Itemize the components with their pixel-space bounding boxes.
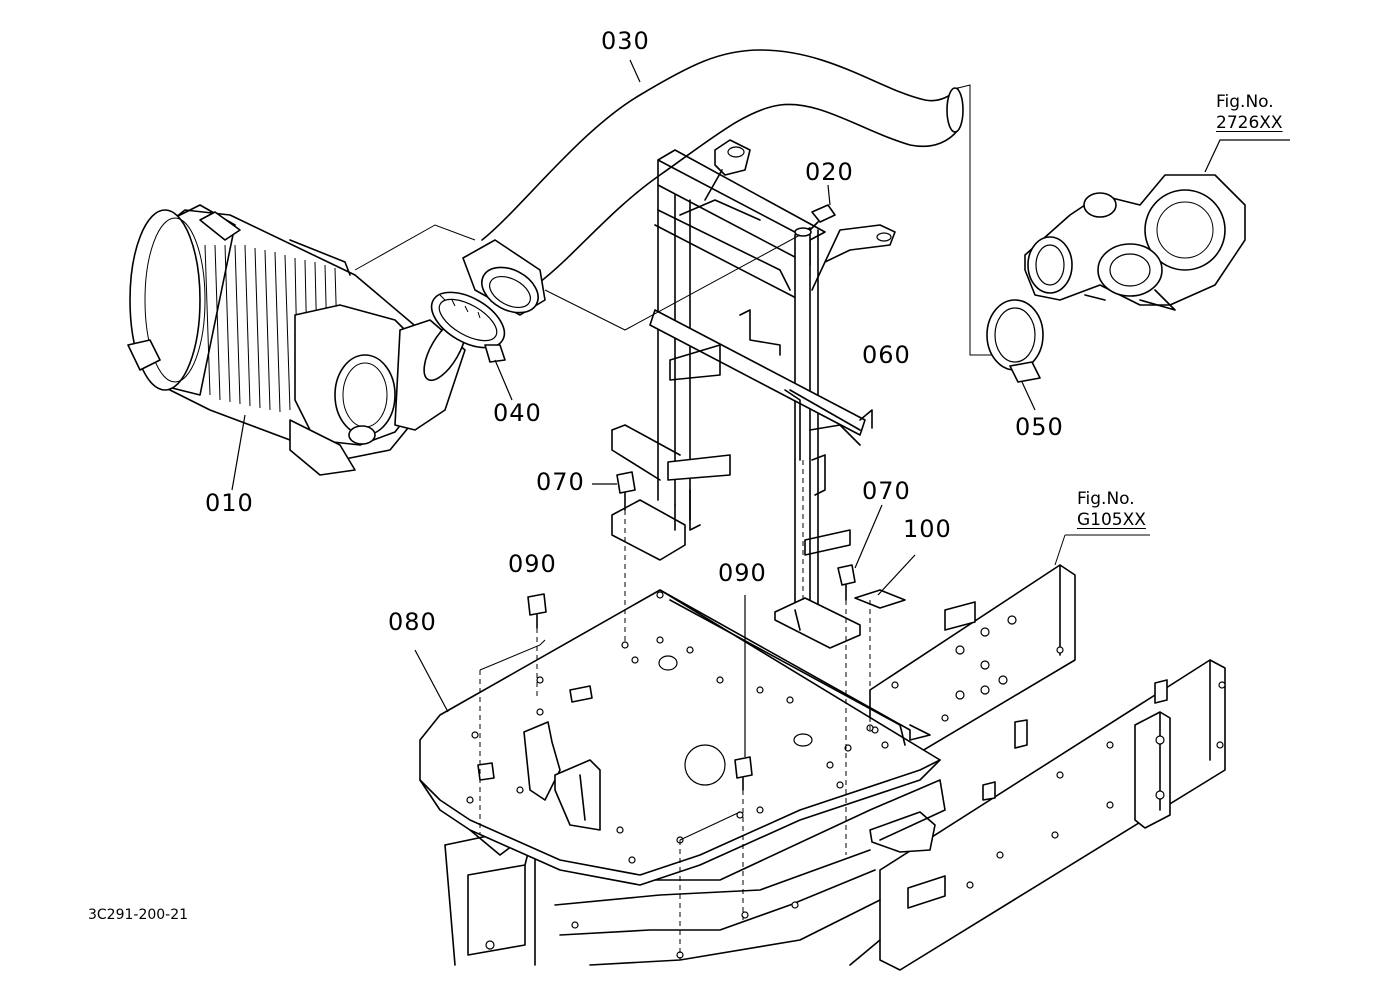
clamp-050 (986, 299, 1044, 411)
fig-ref-frame-prefix: Fig.No. (1077, 489, 1135, 509)
fig-ref-frame: Fig.No. G105XX (1077, 489, 1146, 532)
install-guides (479, 460, 871, 960)
bolt-070-left (592, 471, 636, 511)
air-cleaner-010 (127, 204, 467, 491)
fig-ref-turbo-number: 2726XX (1216, 113, 1283, 134)
callout-070-left: 070 (536, 468, 585, 496)
chassis-frame (869, 564, 1226, 971)
bolt-090-right (734, 595, 753, 791)
callout-010: 010 (205, 489, 254, 517)
callout-100: 100 (903, 515, 952, 543)
callout-090-left: 090 (508, 550, 557, 578)
plate-080 (414, 589, 941, 886)
callout-080: 080 (388, 608, 437, 636)
bolt-090-left (527, 593, 547, 629)
fig-ref-frame-number: G105XX (1077, 510, 1146, 531)
callout-040: 040 (493, 399, 542, 427)
decal-100 (854, 554, 916, 609)
clamp-040 (430, 291, 513, 401)
callout-050: 050 (1015, 413, 1064, 441)
callout-020: 020 (805, 158, 854, 186)
fig-ref-turbo: Fig.No. 2726XX (1216, 92, 1283, 135)
assembly-lines (354, 84, 1150, 841)
callout-070-right: 070 (862, 477, 911, 505)
drawing-code: 3C291-200-21 (88, 907, 189, 923)
bolt-070-right (837, 504, 883, 601)
callout-090-right: 090 (718, 559, 767, 587)
turbo-assembly (1024, 139, 1290, 311)
callout-030: 030 (601, 27, 650, 55)
bolt-020 (809, 184, 836, 231)
lower-body (444, 779, 946, 966)
fig-ref-turbo-prefix: Fig.No. (1216, 92, 1274, 112)
hose-030 (462, 49, 964, 316)
callout-060: 060 (862, 341, 911, 369)
stand-060 (611, 139, 896, 649)
